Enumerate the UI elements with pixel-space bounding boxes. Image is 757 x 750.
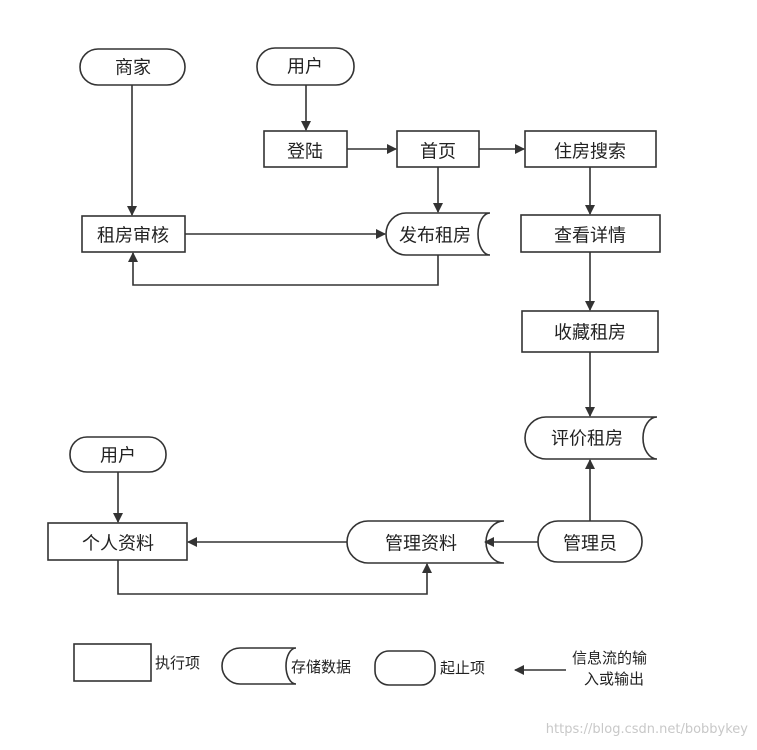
legend-execute-item-shape — [73, 643, 152, 682]
rate-rental-label: 评价租房 — [551, 429, 623, 450]
home-label: 首页 — [420, 142, 456, 163]
home-process — [396, 130, 480, 168]
personal-info-process — [47, 522, 188, 561]
manage-info-label: 管理资料 — [385, 534, 457, 555]
legend-start-stop-label: 起止项 — [440, 659, 485, 677]
legend-stored-data-shape — [221, 647, 297, 685]
publish-to-review-return-arrow — [128, 252, 439, 286]
personal-info-label: 个人资料 — [82, 534, 154, 555]
publish-rental-label: 发布租房 — [399, 226, 471, 247]
legend-stored-data-label: 存储数据 — [291, 658, 351, 676]
personal-to-manage-return-arrow — [117, 560, 432, 595]
rate-rental-storage — [524, 416, 658, 460]
legend-start-stop-shape — [374, 650, 436, 686]
housing-search-label: 住房搜索 — [554, 142, 626, 163]
login-process — [263, 130, 348, 168]
manage-info-storage — [346, 520, 505, 564]
legend-execute-item-label: 执行项 — [155, 654, 200, 672]
rental-review-process — [81, 215, 186, 253]
legend-info-flow-label-line1: 信息流的输 — [572, 649, 647, 667]
publish-rental-storage — [385, 212, 491, 256]
view-details-label: 查看详情 — [554, 226, 626, 247]
watermark: https://blog.csdn.net/bobbykey — [546, 722, 749, 737]
legend-info-flow-label-line2: 入或输出 — [584, 670, 644, 688]
login-label: 登陆 — [287, 142, 323, 163]
rental-review-label: 租房审核 — [97, 226, 169, 247]
administrator-label: 管理员 — [563, 534, 617, 555]
user-top-label: 用户 — [287, 57, 323, 78]
favorite-rental-label: 收藏租房 — [554, 323, 626, 344]
user-bottom-label: 用户 — [100, 446, 136, 467]
merchant-label: 商家 — [115, 58, 151, 79]
